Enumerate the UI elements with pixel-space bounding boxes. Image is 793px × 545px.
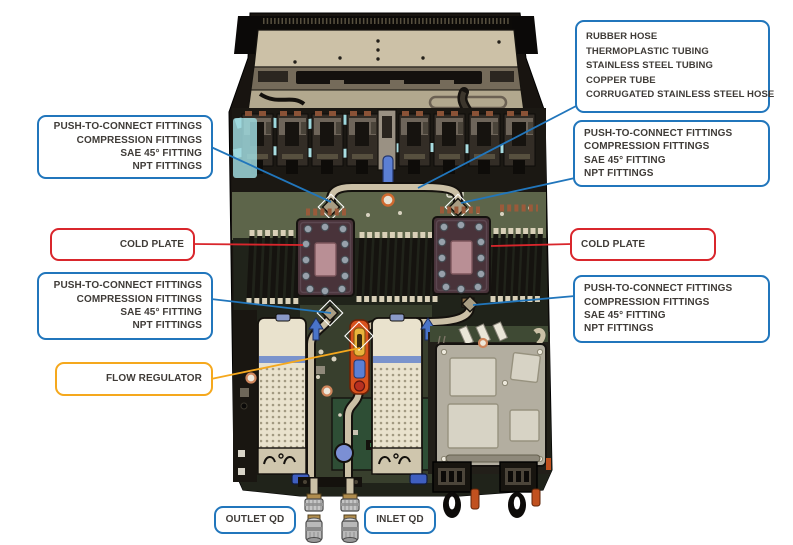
fan-unit [398,111,431,174]
leader-fittings-upper-left [210,146,332,203]
callout-text-line: NPT FITTINGS [584,167,654,179]
callout-text-line: FLOW REGULATOR [105,373,202,385]
orange-tab [531,488,541,507]
qd-connector [340,477,360,543]
riser-card-center [371,313,428,485]
tube-bracket [298,477,362,487]
callout-text-line: THERMOPLASTIC TUBING [586,45,709,57]
rear-io [432,458,551,518]
dimm-bank [356,232,441,302]
callout-text-line: COMPRESSION FITTINGS [584,296,710,308]
riser-card-left [257,313,310,485]
callout-text-line: COPPER TUBE [586,74,656,86]
qd-connector [304,477,324,543]
cyan-tube-left-patch [233,118,257,178]
callout-text-line: COMPRESSION FITTINGS [584,141,710,153]
callout-text-line: OUTLET QD [225,514,285,526]
callout-text-line: SAE 45° FITTING [584,154,666,166]
leader-hoses [417,103,581,189]
blue-grommet [334,443,354,463]
fan-unit [468,111,501,174]
callout-text-line: COLD PLATE [119,238,184,250]
leader-fittings-lower-right [472,295,576,306]
cold-plate-left-graphic [296,218,355,297]
pin-rows [306,204,538,216]
callout-text-line: NPT FITTINGS [132,161,202,173]
callout-flow-regulator: FLOW REGULATOR [55,362,213,396]
fan-unit [276,111,309,174]
callout-outlet-qd: OUTLET QD [214,506,296,534]
callout-text-line: RUBBER HOSE [586,31,658,43]
fan-row [232,108,546,207]
fitting-lower-right-graphic [461,295,479,313]
fan-unit [433,111,466,174]
dimm-bank [490,228,543,302]
callout-text-line: COLD PLATE [581,238,646,250]
fan-unit [346,111,379,174]
qd-connectors [304,477,360,543]
callout-text-line: INLET QD [376,514,424,526]
callout-text-line: COMPRESSION FITTINGS [76,134,202,146]
callout-fittings-upper-left: PUSH-TO-CONNECT FITTINGS COMPRESSION FIT… [37,115,213,179]
callout-text-line: SAE 45° FITTING [120,148,202,159]
callout-cold-plate-right: COLD PLATE [570,228,716,261]
callout-text-line: PUSH-TO-CONNECT FITTINGS [53,280,202,292]
callout-fittings-lower-right: PUSH-TO-CONNECT FITTINGS COMPRESSION FIT… [573,275,770,343]
callout-text-line: PUSH-TO-CONNECT FITTINGS [53,121,202,133]
callout-cold-plate-left: COLD PLATE [50,228,195,261]
board-screws [245,337,489,397]
callout-text-line: SAE 45° FITTING [120,307,202,318]
callout-text-line: NPT FITTINGS [132,320,202,332]
callout-text-line: NPT FITTINGS [584,323,654,335]
leader-cold-plate-right [490,243,573,247]
callout-text-line: COMPRESSION FITTINGS [76,293,202,305]
leader-cold-plate-left [192,243,304,246]
callout-inlet-qd: INLET QD [364,506,436,534]
callout-text-line: SAE 45° FITTING [584,310,666,321]
callout-text-line: CORRUGATED STAINLESS STEEL HOSE [586,89,775,101]
callout-fittings-upper-right: PUSH-TO-CONNECT FITTINGS COMPRESSION FIT… [573,120,770,187]
callout-fittings-lower-left: PUSH-TO-CONNECT FITTINGS COMPRESSION FIT… [37,272,213,340]
callout-hoses: RUBBER HOSE THERMOPLASTIC TUBING STAINLE… [575,20,775,113]
leader-flow-regulator [210,347,361,380]
callout-text-line: PUSH-TO-CONNECT FITTINGS [584,127,733,139]
fan-unit [503,111,536,174]
leader-fittings-upper-right [460,177,576,204]
callout-text-line: PUSH-TO-CONNECT FITTINGS [584,283,733,295]
orange-ring-screw [381,193,395,207]
cold-plate-right-graphic [432,216,491,295]
blue-arrow-left [308,317,324,341]
orange-tab [470,488,480,510]
fan-unit [311,111,344,174]
leader-fittings-lower-left [210,298,332,314]
gray-block [428,321,550,474]
leader-lines [192,103,581,380]
callout-text-line: STAINLESS STEEL TUBING [586,60,713,72]
